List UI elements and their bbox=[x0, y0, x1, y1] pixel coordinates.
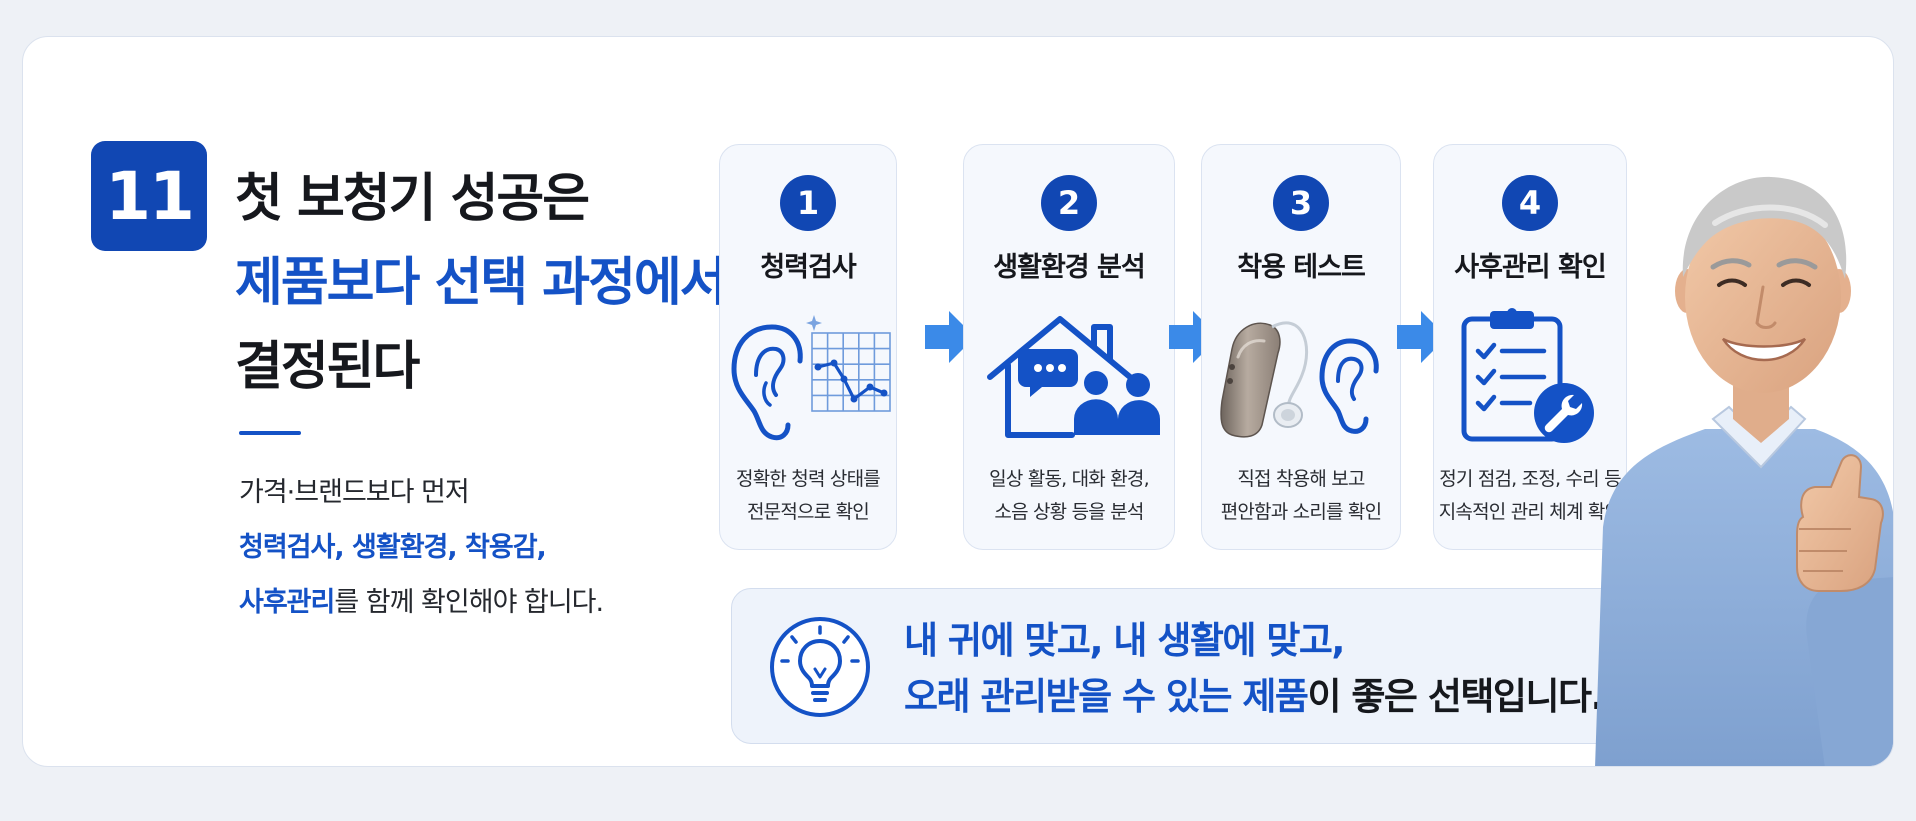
step-card-4: 4 사후관리 확인 정기 점검, 조정, 수리 등 bbox=[1433, 144, 1627, 550]
arrow-right-icon bbox=[1397, 311, 1447, 363]
step-title-1: 청력검사 bbox=[760, 252, 856, 283]
lightbulb-icon bbox=[770, 617, 870, 717]
headline-line-2: 제품보다 선택 과정에서 bbox=[235, 253, 728, 313]
description-line-3-rest: 를 함께 확인해야 합니다. bbox=[334, 587, 604, 618]
step-number-3: 3 bbox=[1273, 175, 1329, 231]
conclusion-line-1: 내 귀에 맞고, 내 생활에 맞고, bbox=[904, 619, 1345, 662]
arrow-right-icon bbox=[925, 311, 975, 363]
headline-line-3: 결정된다 bbox=[235, 337, 420, 397]
hearing-aid-icon bbox=[1202, 305, 1400, 455]
step-caption-4: 정기 점검, 조정, 수리 등 지속적인 관리 체계 확인 bbox=[1434, 463, 1626, 529]
conclusion-line-2-highlight: 오래 관리받을 수 있는 제품 bbox=[904, 675, 1309, 718]
step-caption-3: 직접 착용해 보고 편안함과 소리를 확인 bbox=[1202, 463, 1400, 529]
headline-divider bbox=[239, 431, 301, 435]
house-people-icon bbox=[964, 305, 1174, 455]
step-number-4: 4 bbox=[1502, 175, 1558, 231]
step-caption-2-line-2: 소음 상황 등을 분석 bbox=[994, 501, 1144, 523]
step-caption-3-line-1: 직접 착용해 보고 bbox=[1237, 468, 1365, 490]
step-title-4: 사후관리 확인 bbox=[1454, 252, 1606, 283]
description: 가격·브랜드보다 먼저 청력검사, 생활환경, 착용감, 사후관리를 함께 확인… bbox=[239, 465, 709, 630]
step-card-3: 3 착용 테스트 bbox=[1201, 144, 1401, 550]
step-caption-2-line-1: 일상 활동, 대화 환경, bbox=[989, 468, 1149, 490]
conclusion-text: 내 귀에 맞고, 내 생활에 맞고, 오래 관리받을 수 있는 제품이 좋은 선… bbox=[904, 613, 1605, 725]
step-card-1: 1 청력검사 bbox=[719, 144, 897, 550]
section-number: 11 bbox=[105, 157, 195, 235]
step-caption-1-line-2: 전문적으로 확인 bbox=[746, 501, 870, 523]
description-line-1: 가격·브랜드보다 먼저 bbox=[239, 477, 470, 508]
ear-audiogram-icon bbox=[720, 305, 896, 455]
step-caption-1: 정확한 청력 상태를 전문적으로 확인 bbox=[720, 463, 896, 529]
step-number-1: 1 bbox=[780, 175, 836, 231]
step-card-2: 2 생활환경 분석 일상 활동, 대화 환경, 소음 상황 등을 분석 bbox=[963, 144, 1175, 550]
description-line-3-highlight: 사후관리 bbox=[239, 587, 335, 618]
conclusion-line-2-rest: 이 좋은 선택입니다. bbox=[1307, 675, 1604, 718]
step-caption-3-line-2: 편안함과 소리를 확인 bbox=[1220, 501, 1382, 523]
infographic-card: 11 첫 보청기 성공은 제품보다 선택 과정에서 결정된다 가격·브랜드보다 … bbox=[22, 36, 1894, 767]
step-caption-4-line-1: 정기 점검, 조정, 수리 등 bbox=[1439, 468, 1621, 490]
step-caption-1-line-1: 정확한 청력 상태를 bbox=[736, 468, 881, 490]
step-number-2: 2 bbox=[1041, 175, 1097, 231]
senior-man-thumbs-up-illustration bbox=[1595, 176, 1893, 766]
section-number-badge: 11 bbox=[91, 141, 207, 251]
step-title-3: 착용 테스트 bbox=[1237, 252, 1366, 283]
conclusion-banner: 내 귀에 맞고, 내 생활에 맞고, 오래 관리받을 수 있는 제품이 좋은 선… bbox=[731, 588, 1675, 744]
conclusion-line-2: 오래 관리받을 수 있는 제품이 좋은 선택입니다. bbox=[904, 669, 1605, 725]
step-caption-2: 일상 활동, 대화 환경, 소음 상황 등을 분석 bbox=[964, 463, 1174, 529]
headline-line-1: 첫 보청기 성공은 bbox=[235, 169, 590, 229]
description-line-2: 청력검사, 생활환경, 착용감, bbox=[239, 532, 547, 563]
description-line-3: 사후관리를 함께 확인해야 합니다. bbox=[239, 575, 709, 630]
arrow-right-icon bbox=[1169, 311, 1219, 363]
step-caption-4-line-2: 지속적인 관리 체계 확인 bbox=[1438, 501, 1622, 523]
step-title-2: 생활환경 분석 bbox=[993, 252, 1145, 283]
clipboard-wrench-icon bbox=[1434, 305, 1626, 455]
headline: 첫 보청기 성공은 제품보다 선택 과정에서 결정된다 bbox=[235, 157, 735, 409]
